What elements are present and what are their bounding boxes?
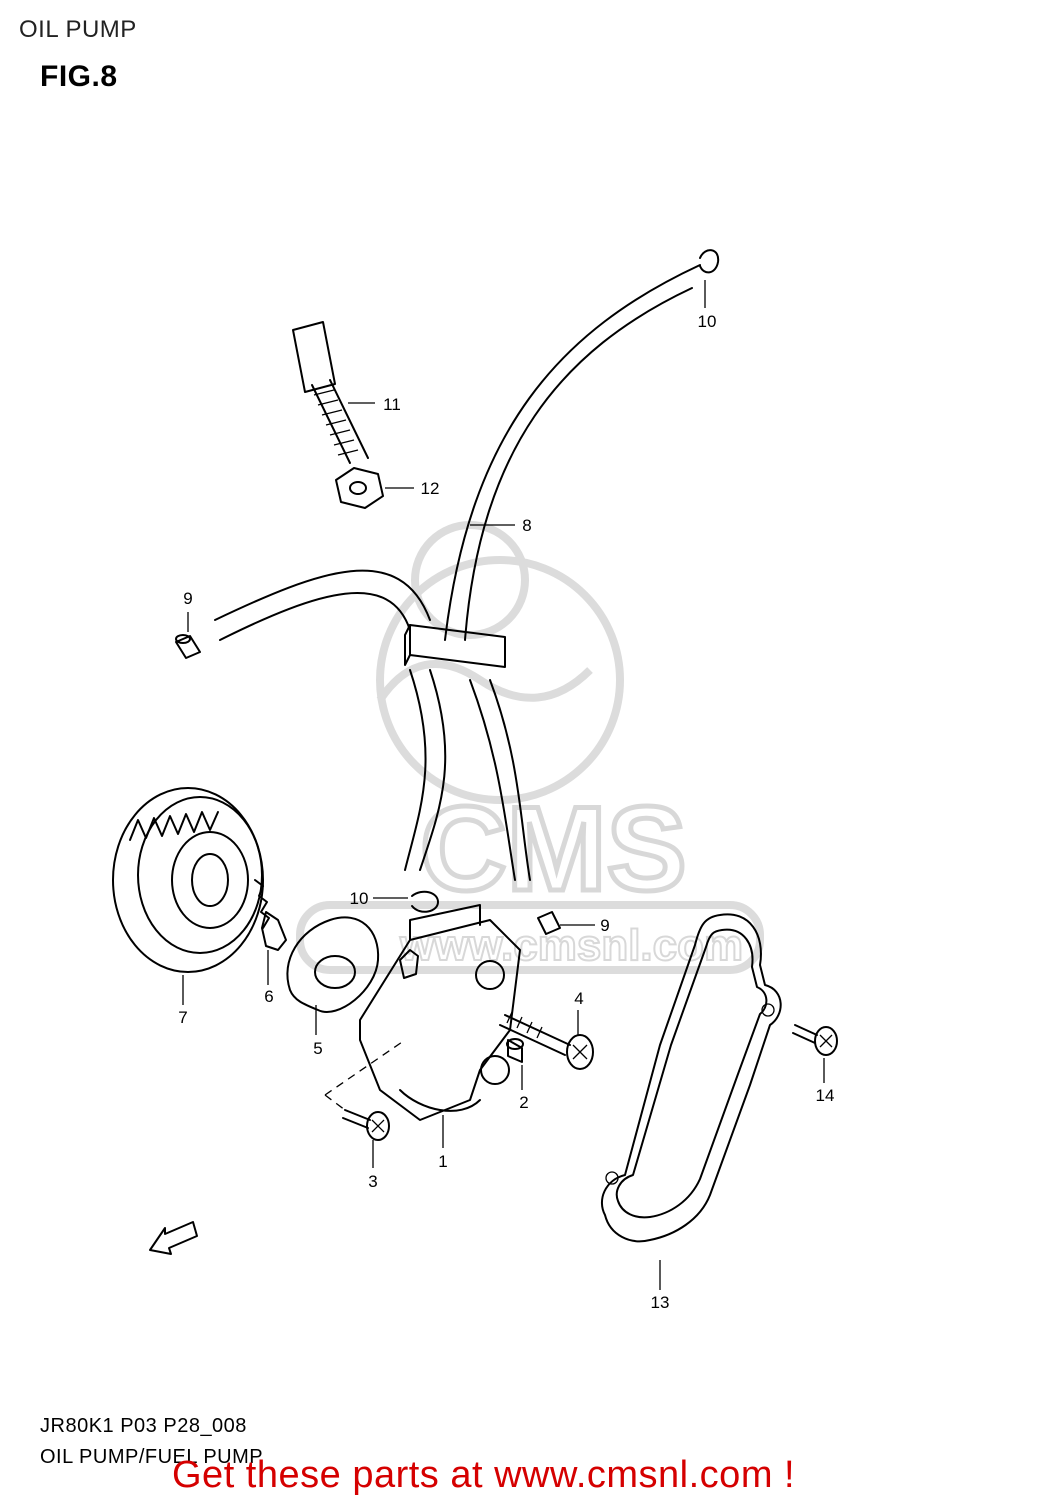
watermark-brand: CMS — [420, 782, 687, 916]
oil-hose — [214, 264, 701, 881]
part-number-10-upper: 10 — [698, 312, 717, 331]
oil-pump-body — [359, 904, 521, 1121]
collar-upper — [175, 634, 201, 659]
nut — [335, 467, 384, 509]
hose-clip-top — [699, 249, 720, 274]
part-number-10-lower: 10 — [350, 889, 369, 908]
part-number-7: 7 — [178, 1008, 187, 1027]
screw-3 — [342, 1109, 390, 1141]
part-number-2: 2 — [519, 1093, 528, 1112]
collar-lower — [537, 911, 561, 935]
part-number-3: 3 — [368, 1172, 377, 1191]
part-number-9-lower: 9 — [600, 916, 609, 935]
pump-gasket — [286, 916, 380, 1013]
screw-14 — [792, 1024, 838, 1056]
pump-drive-gear — [112, 787, 270, 973]
watermark-site: www.cmsnl.com — [399, 921, 743, 970]
cover-gasket — [600, 913, 782, 1243]
part-number-1: 1 — [438, 1152, 447, 1171]
bolt-4 — [499, 1011, 594, 1070]
page-title: OIL PUMP — [19, 16, 137, 43]
diagram-code: JR80K1 P03 P28_008 — [40, 1415, 247, 1437]
figure-label: FIG.8 — [40, 60, 118, 93]
part-number-9-upper: 9 — [183, 589, 192, 608]
hose-clip-lower — [411, 890, 439, 913]
part-number-13: 13 — [651, 1293, 670, 1312]
promo-link[interactable]: Get these parts at www.cmsnl.com ! — [172, 1454, 796, 1496]
forward-arrow: FWD — [149, 1221, 198, 1255]
diagram-caption: OIL PUMP/FUEL PUMP — [40, 1446, 264, 1468]
leader-lines — [182, 280, 825, 1290]
part-number-4: 4 — [574, 989, 583, 1008]
part-number-11: 11 — [383, 395, 401, 414]
part-number-6: 6 — [264, 987, 273, 1006]
bolt-leader — [324, 1039, 406, 1111]
retainer-clip — [261, 911, 287, 951]
watermark: CMS www.cmsnl.com — [296, 521, 764, 974]
part-number-14: 14 — [816, 1086, 835, 1105]
part-number-5: 5 — [313, 1039, 322, 1058]
collar-2 — [506, 1038, 524, 1063]
adjuster-bolt — [292, 321, 369, 464]
part-number-8: 8 — [522, 516, 531, 535]
part-number-12: 12 — [421, 479, 440, 498]
